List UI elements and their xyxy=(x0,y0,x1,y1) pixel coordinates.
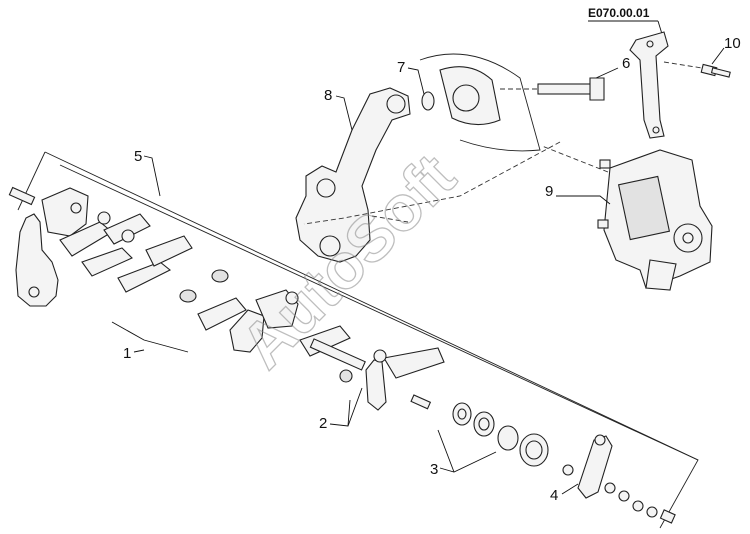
callout-1-leader xyxy=(133,349,145,353)
caliper-stud-2 xyxy=(597,219,609,229)
callout-3: 3 xyxy=(430,429,497,478)
fork-plate-3 xyxy=(197,297,247,331)
small-washer-4 xyxy=(632,500,644,512)
plate-hole-2 xyxy=(652,126,660,134)
shaft-line xyxy=(59,164,699,461)
callout-8: 8 xyxy=(324,87,353,131)
assembly-path-2 xyxy=(541,145,609,173)
shaft-assembly xyxy=(8,151,699,529)
end-arm xyxy=(577,435,613,499)
callout-10-label: 10 xyxy=(724,35,741,52)
callout-7: 7 xyxy=(397,59,425,95)
callout-4-label: 4 xyxy=(550,487,558,504)
bracket-hole-upper xyxy=(70,202,82,214)
diagram-code-leader xyxy=(657,20,663,35)
callout-4: 4 xyxy=(550,483,579,504)
callout-3-bracket xyxy=(437,429,455,473)
callout-3-leader xyxy=(439,451,497,473)
housing-bracket-left xyxy=(15,213,59,307)
rod-8-axis xyxy=(371,215,409,223)
bolt-6-head xyxy=(589,77,605,101)
mid-bracket-1 xyxy=(229,309,265,353)
pin-1 xyxy=(309,338,366,371)
small-washer-1 xyxy=(562,464,574,476)
diagram-code: E070.00.01 xyxy=(588,6,650,20)
rod-8-lower-hole xyxy=(319,235,341,257)
hub-outline xyxy=(419,53,541,152)
callout-7-leader xyxy=(407,67,425,95)
caliper-9-piston-nut xyxy=(682,232,694,244)
callout-9-leader xyxy=(556,195,611,205)
callout-1: 1 xyxy=(111,321,189,362)
callout-10-leader xyxy=(711,47,725,65)
small-washer-5 xyxy=(646,506,658,518)
small-washer-3 xyxy=(618,490,630,502)
bolt-10-axis xyxy=(663,61,703,69)
callout-2-leader-b xyxy=(347,399,351,427)
callout-6-label: 6 xyxy=(622,55,630,72)
bushing-2 xyxy=(121,229,135,243)
end-arm-hole xyxy=(594,434,606,446)
caliper-9-lever xyxy=(645,259,677,291)
callout-2-label: 2 xyxy=(319,415,327,432)
callout-6-leader xyxy=(595,67,619,79)
end-nut xyxy=(659,509,676,524)
callout-2-leader xyxy=(329,387,363,427)
caliper-9-pad xyxy=(617,175,671,241)
spacer-2 xyxy=(211,269,229,283)
rod-8-upper-hole xyxy=(316,178,336,198)
shaft-end-cap xyxy=(8,186,36,206)
small-bolt xyxy=(410,394,432,410)
callout-10: 10 xyxy=(711,35,741,65)
callout-8-leader xyxy=(335,95,353,131)
lever-3 xyxy=(103,213,151,245)
callout-2: 2 xyxy=(319,387,363,432)
washer-a-hole xyxy=(457,408,467,420)
callout-5-leader xyxy=(143,155,161,197)
bracket-upper xyxy=(41,187,89,237)
washer-b-hole xyxy=(478,417,490,431)
washer-c xyxy=(497,425,519,451)
brake-caliper-group xyxy=(295,31,731,291)
fork-plate-1 xyxy=(117,261,172,293)
callout-1-bracket xyxy=(111,321,189,353)
callout-7-label: 7 xyxy=(397,59,405,76)
bushing-7 xyxy=(421,91,435,111)
rod-8-top-boss xyxy=(386,94,406,114)
assembly-path-1 xyxy=(303,141,561,225)
bolt-10-shank xyxy=(710,67,731,78)
callout-9-label: 9 xyxy=(545,183,553,200)
callout-4-leader xyxy=(561,483,579,495)
bracket-bolt-hole xyxy=(28,286,40,298)
plate-hole-1 xyxy=(646,40,654,48)
small-washer-2 xyxy=(604,482,616,494)
callout-8-label: 8 xyxy=(324,87,332,104)
mounting-plate xyxy=(629,31,669,139)
hub-bore xyxy=(452,84,480,112)
caliper-stud-1 xyxy=(599,159,611,169)
callout-1-label: 1 xyxy=(123,345,131,362)
lever-5 xyxy=(383,347,445,379)
bushing-3 xyxy=(373,349,387,363)
spacer-1 xyxy=(179,289,197,303)
cam-plate xyxy=(365,359,387,411)
spacer-3 xyxy=(339,369,353,383)
bolt-6-shank xyxy=(537,83,595,95)
callout-6: 6 xyxy=(595,55,630,79)
connecting-rod-8 xyxy=(295,87,411,263)
callout-3-label: 3 xyxy=(430,461,438,478)
callout-5: 5 xyxy=(134,148,161,197)
callout-5-label: 5 xyxy=(134,148,142,165)
gear-ring-hole xyxy=(525,440,543,460)
callout-9: 9 xyxy=(545,183,611,205)
lever-2 xyxy=(81,247,133,277)
mid-bushing xyxy=(285,291,299,305)
fork-plate-2 xyxy=(145,235,193,267)
bushing-1 xyxy=(97,211,111,225)
